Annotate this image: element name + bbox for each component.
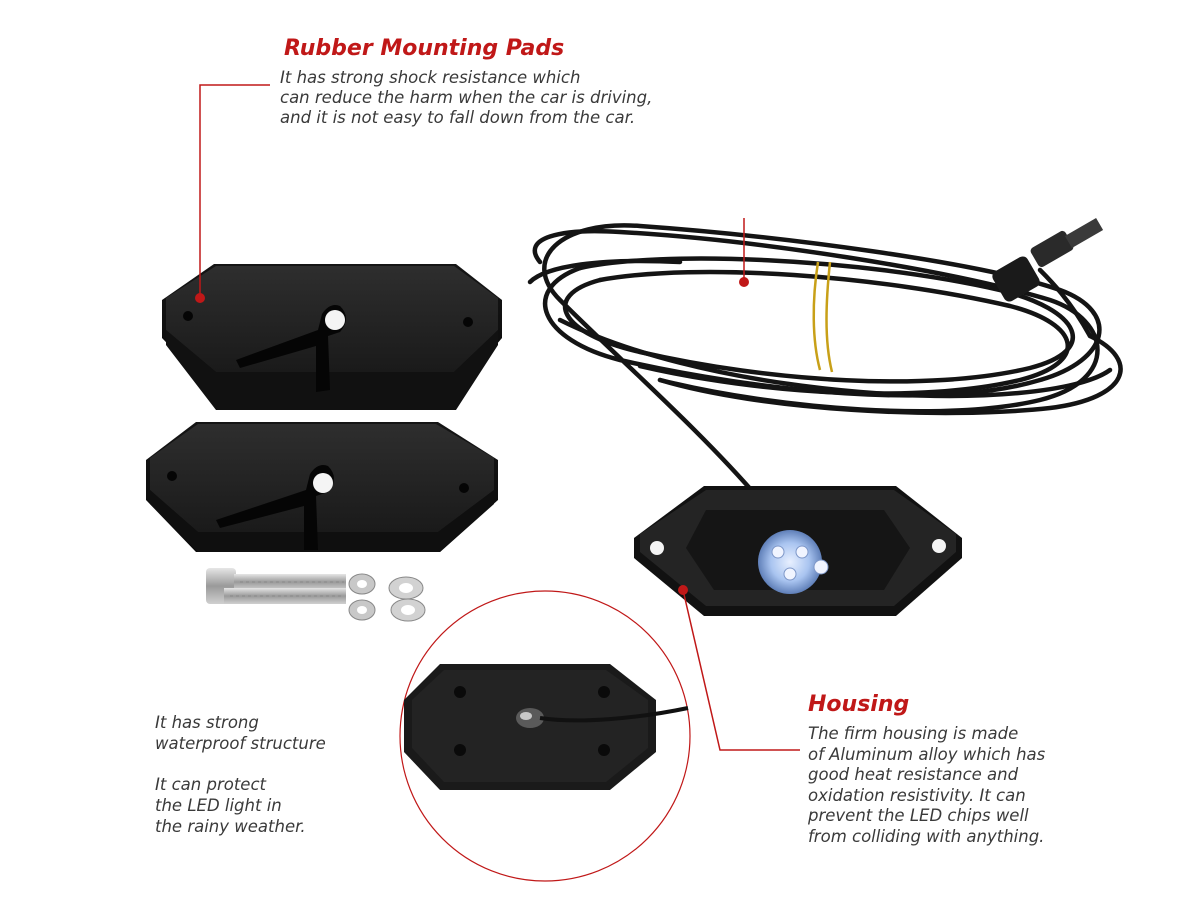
coiled-cable <box>527 223 1123 503</box>
rubber-pads-title: Rubber Mounting Pads <box>284 36 565 61</box>
rubber-pads-line: and it is not easy to fall down from the… <box>280 108 636 127</box>
nuts-and-washers <box>348 573 426 622</box>
waterproof-description: It has strong waterproof structure <box>155 712 326 754</box>
rubber-pad-bottom <box>146 422 498 552</box>
housing-line: good heat resistance and <box>808 765 1019 784</box>
housing-line: of Aluminum alloy which has <box>808 744 1046 764</box>
cable-connector <box>992 217 1104 302</box>
rain-protection-line: the rainy weather. <box>155 817 306 836</box>
waterproof-line: waterproof structure <box>155 734 326 753</box>
housing-callout-line <box>682 589 800 751</box>
rubber-pads-description: It has strong shock resistance which can… <box>280 68 652 128</box>
rain-protection-description: It can protect the LED light in the rain… <box>155 774 306 837</box>
housing-title: Housing <box>808 692 910 717</box>
led-lens <box>758 530 822 594</box>
housing-callout-dot <box>678 585 688 595</box>
housing-line: from colliding with anything. <box>808 826 1045 846</box>
rain-protection-line: It can protect <box>155 775 266 794</box>
mounting-bolts <box>206 568 346 604</box>
magnified-circle <box>399 590 691 882</box>
housing-line: prevent the LED chips well <box>808 806 1029 825</box>
waterproof-line: It has strong <box>155 713 259 732</box>
cable-callout-dot <box>739 277 749 287</box>
led-housing <box>634 486 962 616</box>
rain-protection-line: the LED light in <box>155 796 282 815</box>
rubber-pad-top <box>162 264 502 410</box>
rubber-pads-line: can reduce the harm when the car is driv… <box>280 88 653 107</box>
callout-lines <box>199 84 800 751</box>
rubber-band <box>812 261 834 373</box>
housing-line: oxidation resistivity. It can <box>808 785 1026 805</box>
rubber-pad-callout-dot <box>195 293 205 303</box>
rubber-pad-callout-line <box>199 84 270 298</box>
housing-line: The firm housing is made <box>808 724 1019 743</box>
housing-description: The firm housing is made of Aluminum all… <box>808 724 1045 847</box>
rubber-pads-line: It has strong shock resistance which <box>280 68 581 87</box>
